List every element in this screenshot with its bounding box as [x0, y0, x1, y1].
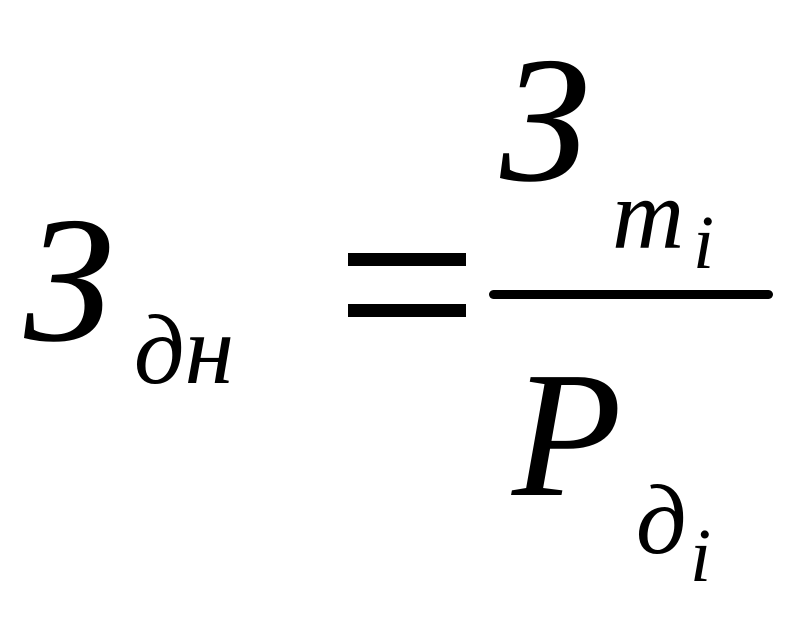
numerator-subscript: m — [612, 159, 685, 270]
numerator-sub-index: i — [693, 201, 715, 285]
numerator-symbol: З — [500, 20, 590, 219]
fraction-bar — [489, 290, 773, 299]
equals-sign-bottom-bar — [348, 304, 466, 317]
lhs-subscript: дн — [134, 294, 235, 405]
equals-sign-top-bar — [348, 253, 466, 266]
denominator-sub-index: i — [690, 514, 712, 598]
lhs-symbol: З — [24, 180, 114, 379]
denominator-symbol: P — [512, 335, 622, 534]
denominator-subscript: д — [636, 464, 687, 575]
